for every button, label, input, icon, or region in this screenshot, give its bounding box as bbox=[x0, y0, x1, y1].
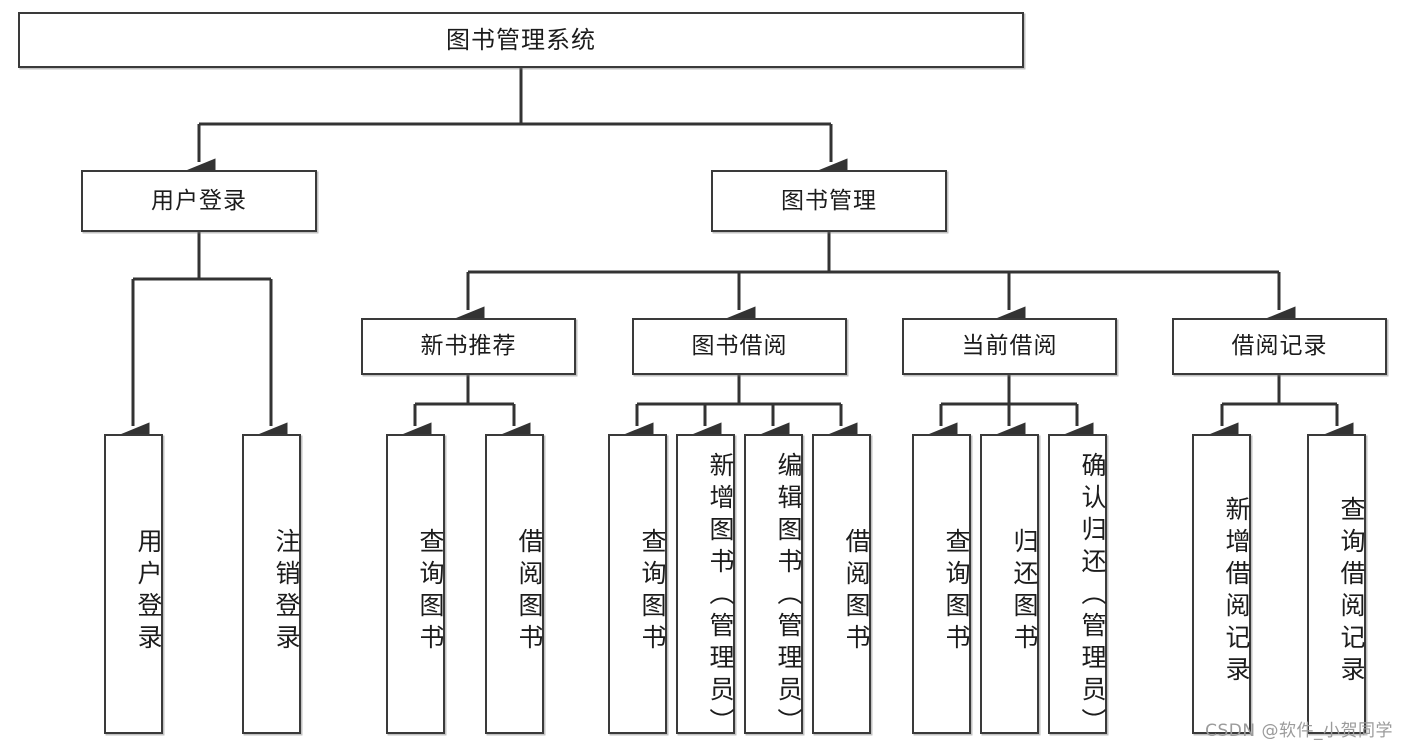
node-leaf-add-record-label: 新增借阅记录 bbox=[1222, 496, 1251, 688]
node-leaf-query-book-1-label: 查询图书 bbox=[416, 528, 445, 656]
node-leaf-user-login[interactable]: 用户登录 bbox=[104, 434, 163, 734]
node-current-borrow[interactable]: 当前借阅 bbox=[902, 318, 1117, 375]
node-leaf-confirm-return[interactable]: 确认归还（管理员） bbox=[1048, 434, 1107, 740]
node-leaf-add-record[interactable]: 新增借阅记录 bbox=[1192, 434, 1251, 734]
node-leaf-query-record[interactable]: 查询借阅记录 bbox=[1307, 434, 1366, 734]
node-current-borrow-label: 当前借阅 bbox=[961, 333, 1058, 359]
node-new-book-recommend-label: 新书推荐 bbox=[420, 333, 517, 359]
csdn-watermark: CSDN @软件_小贺同学 bbox=[1205, 721, 1393, 741]
node-book-borrow[interactable]: 图书借阅 bbox=[632, 318, 847, 375]
node-leaf-query-book-1[interactable]: 查询图书 bbox=[386, 434, 445, 734]
node-new-book-recommend[interactable]: 新书推荐 bbox=[361, 318, 576, 375]
node-leaf-borrow-book-1[interactable]: 借阅图书 bbox=[485, 434, 544, 734]
node-book-manage[interactable]: 图书管理 bbox=[711, 170, 947, 232]
node-book-borrow-label: 图书借阅 bbox=[691, 333, 788, 359]
node-leaf-query-book-2[interactable]: 查询图书 bbox=[608, 434, 667, 734]
node-user-login[interactable]: 用户登录 bbox=[81, 170, 317, 232]
node-leaf-borrow-book-2-label: 借阅图书 bbox=[842, 528, 871, 656]
node-leaf-query-book-3-label: 查询图书 bbox=[942, 528, 971, 656]
node-leaf-add-book[interactable]: 新增图书（管理员） bbox=[676, 434, 735, 740]
node-leaf-return-book[interactable]: 归还图书 bbox=[980, 434, 1039, 734]
node-leaf-edit-book-label: 编辑图书（管理员） bbox=[774, 452, 803, 740]
node-book-manage-label: 图书管理 bbox=[781, 187, 877, 214]
node-borrow-record[interactable]: 借阅记录 bbox=[1172, 318, 1387, 375]
node-leaf-borrow-book-1-label: 借阅图书 bbox=[515, 528, 544, 656]
node-leaf-edit-book[interactable]: 编辑图书（管理员） bbox=[744, 434, 803, 740]
node-leaf-query-record-label: 查询借阅记录 bbox=[1337, 496, 1366, 688]
node-leaf-logout-login[interactable]: 注销登录 bbox=[242, 434, 301, 734]
node-leaf-query-book-3[interactable]: 查询图书 bbox=[912, 434, 971, 734]
node-leaf-logout-login-label: 注销登录 bbox=[272, 528, 301, 656]
node-user-login-label: 用户登录 bbox=[151, 187, 247, 214]
node-leaf-user-login-label: 用户登录 bbox=[134, 528, 163, 656]
node-borrow-record-label: 借阅记录 bbox=[1231, 333, 1328, 359]
node-leaf-add-book-label: 新增图书（管理员） bbox=[706, 452, 735, 740]
node-root-label: 图书管理系统 bbox=[446, 26, 596, 54]
node-leaf-borrow-book-2[interactable]: 借阅图书 bbox=[812, 434, 871, 734]
node-root-book-management-system[interactable]: 图书管理系统 bbox=[18, 12, 1024, 68]
node-leaf-return-book-label: 归还图书 bbox=[1010, 528, 1039, 656]
node-leaf-confirm-return-label: 确认归还（管理员） bbox=[1078, 452, 1107, 740]
node-leaf-query-book-2-label: 查询图书 bbox=[638, 528, 667, 656]
